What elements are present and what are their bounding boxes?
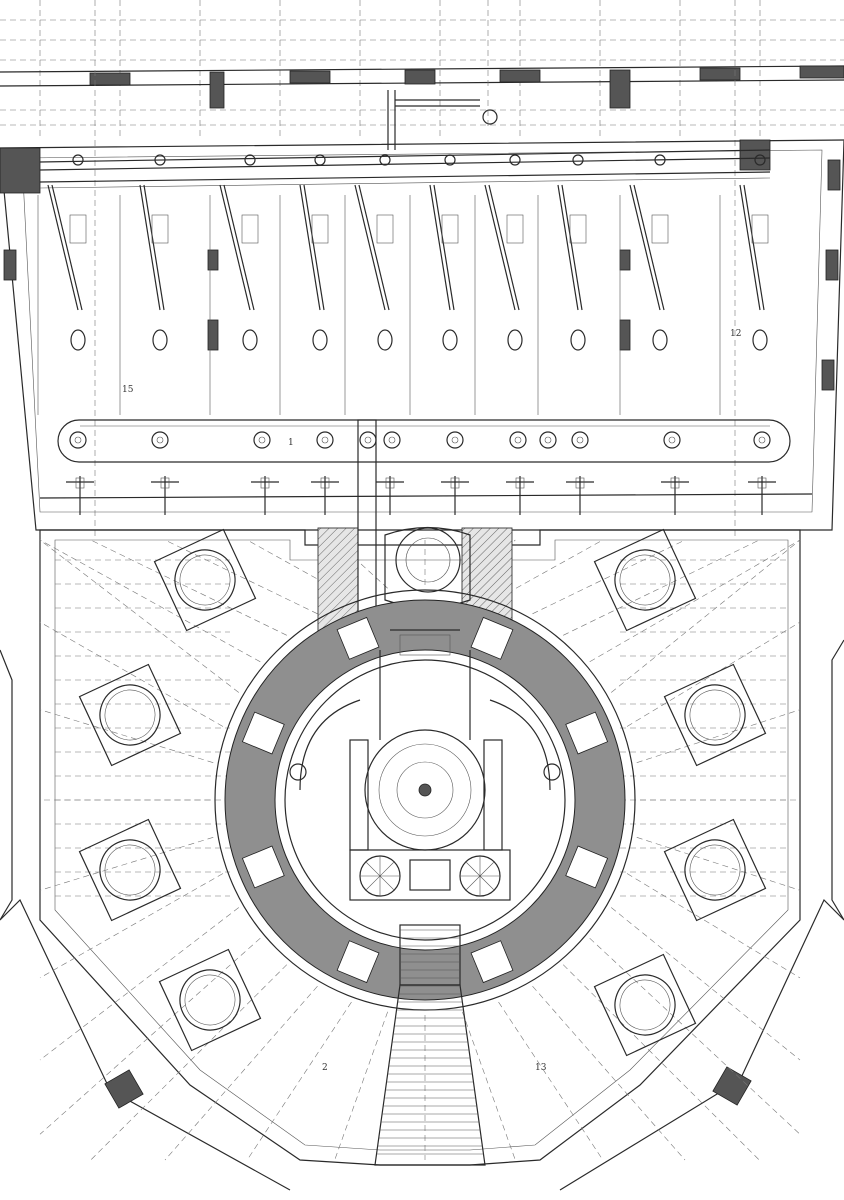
floor-hatch-icon <box>593 953 697 1057</box>
ring-notch <box>470 616 514 660</box>
floor-hatch-icon <box>593 528 697 632</box>
drum-valve-icon <box>539 431 557 449</box>
boiler-tube <box>47 184 79 311</box>
boiler-tube <box>739 184 761 311</box>
drum-valve-icon <box>663 431 681 449</box>
drum-valve-icon <box>753 431 771 449</box>
room-mark-15: 15 <box>122 385 134 395</box>
floor-hatch-icon <box>78 663 182 767</box>
ring-notch <box>565 845 609 889</box>
boiler-tube <box>557 184 579 311</box>
manhole-icon <box>752 329 768 351</box>
manhole-icon <box>570 329 586 351</box>
ring-notch <box>565 711 609 755</box>
manhole-icon <box>507 329 523 351</box>
floor-hatch-icon <box>158 948 262 1052</box>
manhole-icon <box>377 329 393 351</box>
boiler-tube <box>629 184 661 311</box>
boiler-tube <box>219 184 251 311</box>
manhole-icon <box>70 329 86 351</box>
valve-icon <box>72 154 84 166</box>
floor-hatches <box>78 528 767 1057</box>
supply-pipes <box>94 0 736 540</box>
drum-valve-icon <box>316 431 334 449</box>
valve-mark-1: 1 <box>288 438 294 448</box>
engine-room <box>0 529 844 1191</box>
valve-icon <box>244 154 256 166</box>
drum-valve-icon <box>69 431 87 449</box>
valve-icon <box>154 154 166 166</box>
floor-hatch-icon <box>663 818 767 922</box>
boiler-tube <box>429 184 451 311</box>
gauge-icon <box>69 214 87 244</box>
boiler-tube <box>354 184 386 311</box>
drum-valve-icon <box>151 431 169 449</box>
manhole-icon <box>242 329 258 351</box>
valve-icon <box>314 154 326 166</box>
gauge-icon <box>751 214 769 244</box>
room-mark-2: 2 <box>322 1063 328 1073</box>
top-wall-strip <box>0 65 844 109</box>
drum-valve-icon <box>571 431 589 449</box>
valve-icon <box>444 154 456 166</box>
boiler-tube <box>139 184 161 311</box>
floor-hatch-icon <box>153 528 257 632</box>
drum-valve-icon <box>446 431 464 449</box>
gauge-icon <box>441 214 459 244</box>
ring-notch <box>241 845 285 889</box>
manhole-icon <box>152 329 168 351</box>
circular-foundation <box>214 589 636 1011</box>
manhole-icon <box>652 329 668 351</box>
boiler-tube <box>484 184 516 311</box>
ring-notch <box>336 616 380 660</box>
manhole-icon <box>442 329 458 351</box>
valve-icon <box>572 154 584 166</box>
drum-valve-icon <box>509 431 527 449</box>
gauge-icon <box>241 214 259 244</box>
manhole-icon <box>312 329 328 351</box>
gauge-icon <box>376 214 394 244</box>
room-mark-13: 13 <box>535 1063 547 1073</box>
central-stair <box>374 924 486 1166</box>
room-mark-12: 12 <box>730 329 741 339</box>
ring-notch <box>241 711 285 755</box>
floor-hatch-icon <box>78 818 182 922</box>
drum-valve-icon <box>359 431 377 449</box>
boiler-hall: 1 <box>0 139 844 531</box>
ring-notch <box>336 940 380 984</box>
drum-valve-icon <box>253 431 271 449</box>
valve-icon <box>379 154 391 166</box>
floor-hatch-icon <box>663 663 767 767</box>
ring-notch <box>470 940 514 984</box>
gauge-icon <box>311 214 329 244</box>
gauge-icon <box>506 214 524 244</box>
drum-valve-icon <box>383 431 401 449</box>
valve-icon <box>654 154 666 166</box>
gauge-icon <box>651 214 669 244</box>
gauge-icon <box>151 214 169 244</box>
valve-icon <box>509 154 521 166</box>
gauge-icon <box>569 214 587 244</box>
valve-icon <box>754 154 766 166</box>
boiler-tube <box>299 184 321 311</box>
